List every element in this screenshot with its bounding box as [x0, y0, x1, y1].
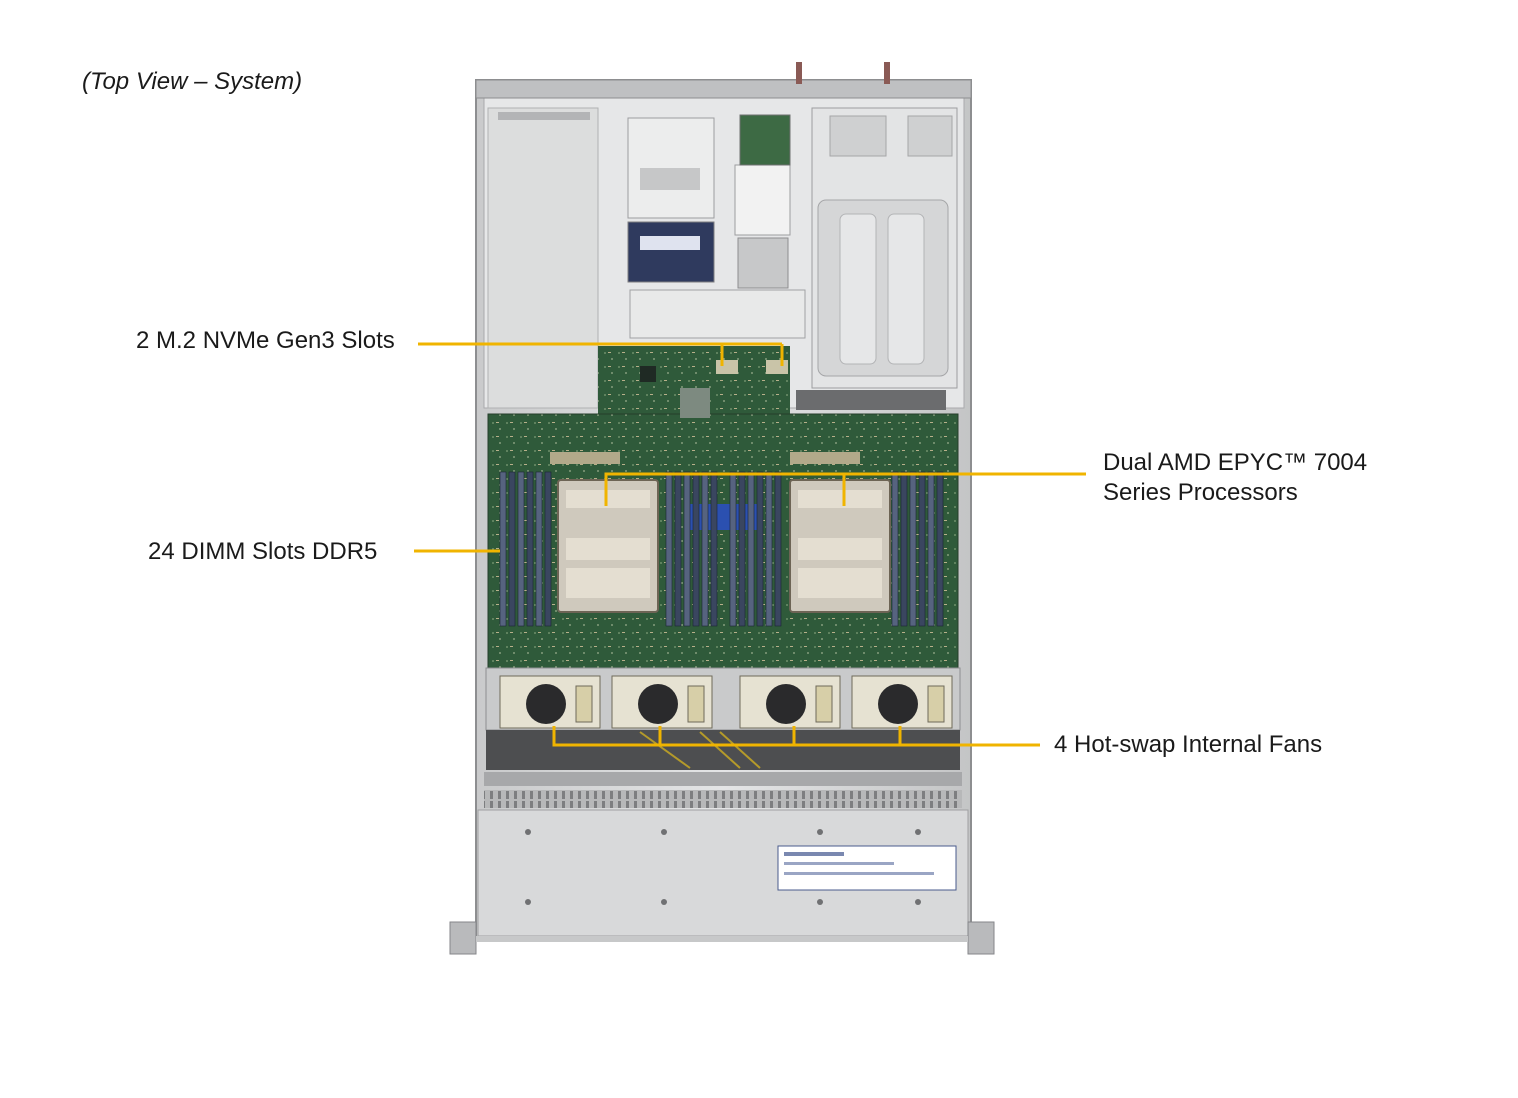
dimm-slot [526, 471, 534, 627]
dimm-slot [692, 471, 700, 627]
fan-callout-line [552, 726, 1040, 747]
fan-bay [485, 667, 961, 770]
m2-slots-label: 2 M.2 NVMe Gen3 Slots [136, 327, 395, 354]
dimm-slots-label: 24 DIMM Slots DDR5 [148, 538, 378, 565]
callout-lines [414, 342, 1086, 747]
dimm-slot [683, 471, 691, 627]
cpu-label-line1: Dual AMD EPYC™ 7004 [1103, 449, 1368, 476]
dimm-slot [936, 471, 944, 627]
dimm-slot [499, 471, 507, 627]
dimm-slot [909, 471, 917, 627]
m2-callout-line [418, 342, 784, 366]
dimm-slot [900, 471, 908, 627]
fan-module [499, 675, 601, 729]
cpu-callout-line [604, 472, 1086, 506]
dimm-slot [918, 471, 926, 627]
dimm-slot [535, 471, 543, 627]
cpu-label-line2: Series Processors [1103, 479, 1298, 506]
caption: (Top View – System) [82, 68, 303, 95]
dimm-slot [665, 471, 673, 627]
dimm-slot [710, 471, 718, 627]
cpu-heatsinks [557, 479, 891, 613]
dimm-slot [508, 471, 516, 627]
dimm-slot [756, 471, 764, 627]
fan-module [739, 675, 841, 729]
dimm-slot [544, 471, 552, 627]
fan-module [851, 675, 953, 729]
riser-area [627, 107, 958, 410]
dimm-slot [891, 471, 899, 627]
dimm-slot [765, 471, 773, 627]
dimm-slot [927, 471, 935, 627]
dimm-slot [517, 471, 525, 627]
dimm-slot [747, 471, 755, 627]
dimm-slot [738, 471, 746, 627]
front-drive-bay [449, 772, 995, 955]
dimm-slots [499, 471, 944, 627]
dimm-slot [701, 471, 709, 627]
dimm-slot [729, 471, 737, 627]
fans-label: 4 Hot-swap Internal Fans [1054, 731, 1323, 758]
dimm-slot [674, 471, 682, 627]
dimm-slot [774, 471, 782, 627]
fan-module [611, 675, 713, 729]
